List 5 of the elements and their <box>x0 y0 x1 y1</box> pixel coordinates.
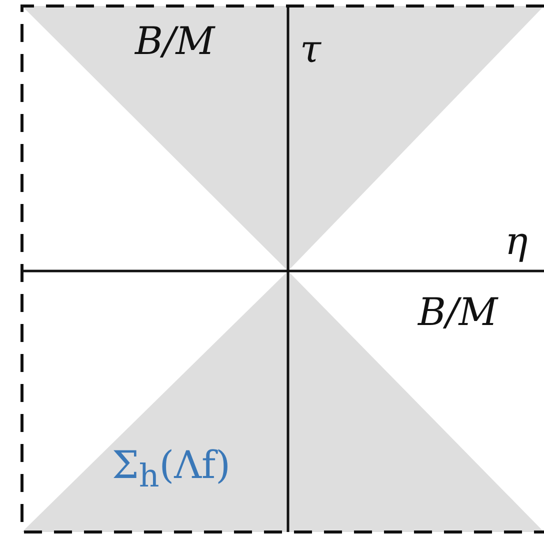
region-label: Σ$_{h}$(Λf) <box>112 446 230 494</box>
axis-label: τ <box>300 30 322 68</box>
axis-label: η <box>505 222 528 260</box>
axis-label: B/M <box>418 293 498 331</box>
axis-label: B/M <box>135 22 215 60</box>
